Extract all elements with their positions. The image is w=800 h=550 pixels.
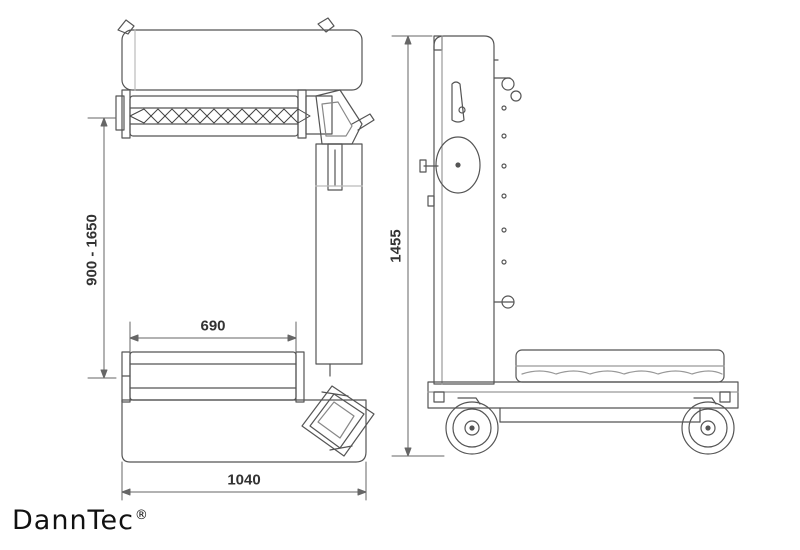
front-view bbox=[115, 17, 375, 463]
dimension-width-total bbox=[121, 461, 367, 501]
registered-mark: ® bbox=[134, 508, 149, 523]
brand-name: DannTec bbox=[12, 505, 134, 536]
dimension-width-upper bbox=[129, 321, 297, 353]
label-height-range: 900 - 1650 bbox=[83, 214, 101, 286]
side-base-frame bbox=[427, 381, 739, 409]
side-panel bbox=[433, 35, 495, 385]
side-lever bbox=[451, 81, 465, 123]
front-top-handle-left bbox=[117, 19, 135, 35]
front-column bbox=[315, 143, 363, 365]
dimension-height-range bbox=[87, 117, 117, 379]
side-bolt-top bbox=[501, 77, 515, 91]
side-view bbox=[419, 35, 739, 455]
label-width-upper: 690 bbox=[200, 317, 226, 335]
front-top-handle-right bbox=[317, 17, 335, 33]
side-wheel-right bbox=[681, 397, 735, 455]
front-base bbox=[121, 399, 367, 463]
front-upper-roller bbox=[129, 95, 299, 137]
front-top-housing bbox=[121, 29, 363, 91]
brand-logo: DannTec® bbox=[12, 505, 149, 536]
side-disc bbox=[435, 136, 481, 194]
front-upper-roller-pattern bbox=[129, 108, 311, 124]
front-lower-roller bbox=[129, 351, 297, 401]
dimension-height-total bbox=[391, 35, 445, 457]
label-height-total: 1455 bbox=[387, 229, 405, 263]
side-wheel-left bbox=[445, 397, 499, 455]
front-pull-handle bbox=[301, 385, 375, 457]
label-width-total: 1040 bbox=[227, 471, 261, 489]
front-roller-arm bbox=[305, 95, 333, 135]
